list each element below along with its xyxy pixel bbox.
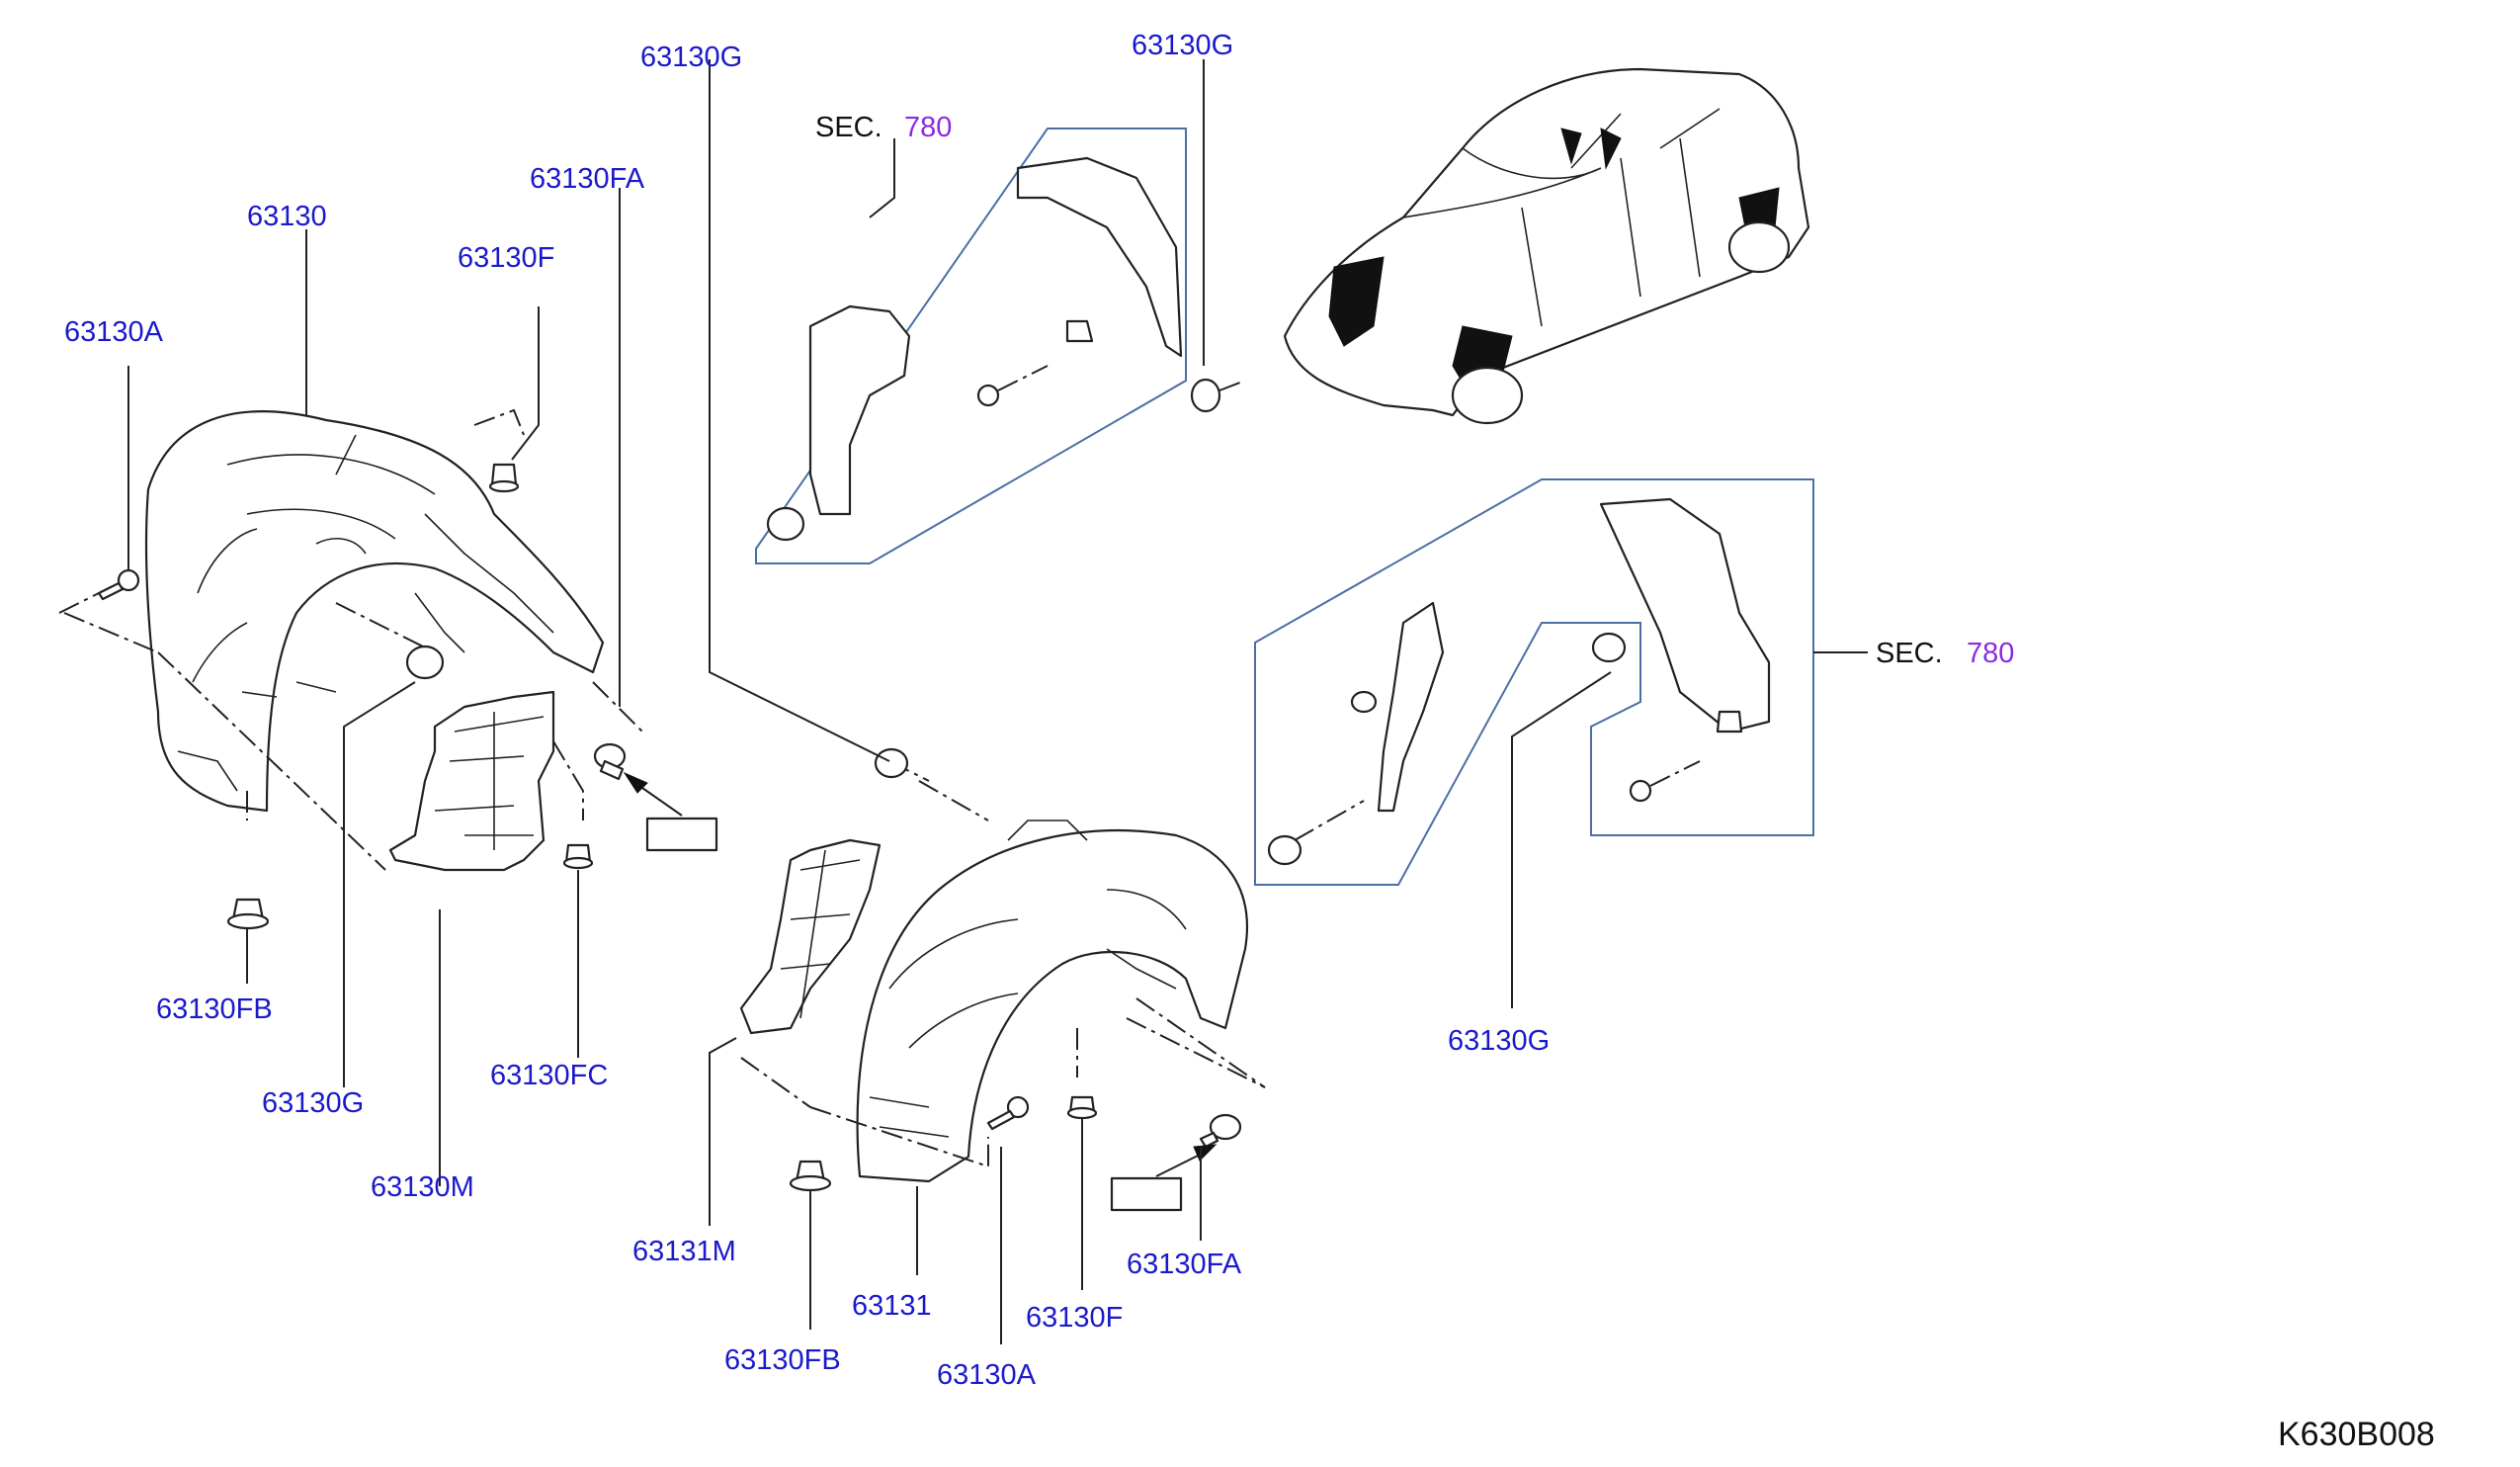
label-63130F-center: 63130F — [1026, 1302, 1123, 1334]
label-63130FC: 63130FC — [490, 1060, 608, 1091]
left-fender-liner-63130[interactable] — [144, 410, 605, 813]
grommet-63130G-center[interactable] — [874, 747, 909, 779]
label-63131: 63131 — [852, 1290, 932, 1322]
label-63130A-center: 63130A — [937, 1359, 1037, 1391]
label-63130FA-center: 63130FA — [1127, 1249, 1242, 1280]
fastener-63130FA-left[interactable] — [593, 742, 627, 781]
left-splash-guard-63130M[interactable] — [388, 690, 555, 872]
clip-63130F-left[interactable] — [488, 463, 520, 493]
clip-63130FB-center[interactable] — [789, 1160, 832, 1192]
section-number-right: 780 — [1967, 638, 2014, 669]
label-63130FB-left: 63130FB — [156, 993, 273, 1025]
label-63130G-top-left: 63130G — [640, 42, 742, 73]
label-tag-left — [645, 817, 718, 852]
label-63130G-left-bottom: 63130G — [262, 1087, 364, 1119]
arrow-icon-left — [623, 771, 683, 817]
label-tag-center — [1110, 1176, 1183, 1212]
label-63130: 63130 — [247, 201, 327, 232]
fastener-63130FA-center[interactable] — [1199, 1113, 1242, 1149]
label-63130G-right: 63130G — [1448, 1025, 1550, 1057]
car-illustration — [1283, 67, 1810, 425]
sec780-right-parts — [1267, 497, 1771, 866]
screw-63130A-left[interactable] — [97, 568, 140, 601]
sec780-top-parts — [766, 156, 1246, 542]
section-box-right — [1254, 478, 1814, 886]
label-63130A-left: 63130A — [64, 316, 164, 348]
arrow-icon-center — [1155, 1144, 1218, 1177]
leader-lines — [127, 59, 1868, 1344]
grommet-63130G-left[interactable] — [405, 645, 445, 680]
label-63130M: 63130M — [371, 1171, 474, 1203]
screw-63130A-center[interactable] — [986, 1095, 1030, 1131]
label-63130FB-center: 63130FB — [724, 1344, 841, 1376]
section-label-right: SEC. — [1876, 638, 1943, 669]
section-box-top — [755, 128, 1187, 564]
label-63130G-top-right: 63130G — [1132, 30, 1233, 61]
center-dash-lines — [740, 760, 1266, 1168]
center-splash-guard-63131M[interactable] — [739, 838, 882, 1035]
center-fender-liner-63131[interactable] — [856, 820, 1248, 1183]
clip-63130FC[interactable] — [562, 843, 594, 870]
label-63130F-left: 63130F — [458, 242, 554, 274]
section-label-top: SEC. — [815, 112, 882, 143]
section-number-top: 780 — [904, 112, 952, 143]
diagram-code: K630B008 — [2278, 1416, 2435, 1453]
label-63131M: 63131M — [632, 1236, 736, 1267]
clip-63130FB-left[interactable] — [226, 898, 270, 930]
clip-63130F-center[interactable] — [1066, 1095, 1098, 1120]
label-63130FA-left: 63130FA — [530, 163, 645, 195]
